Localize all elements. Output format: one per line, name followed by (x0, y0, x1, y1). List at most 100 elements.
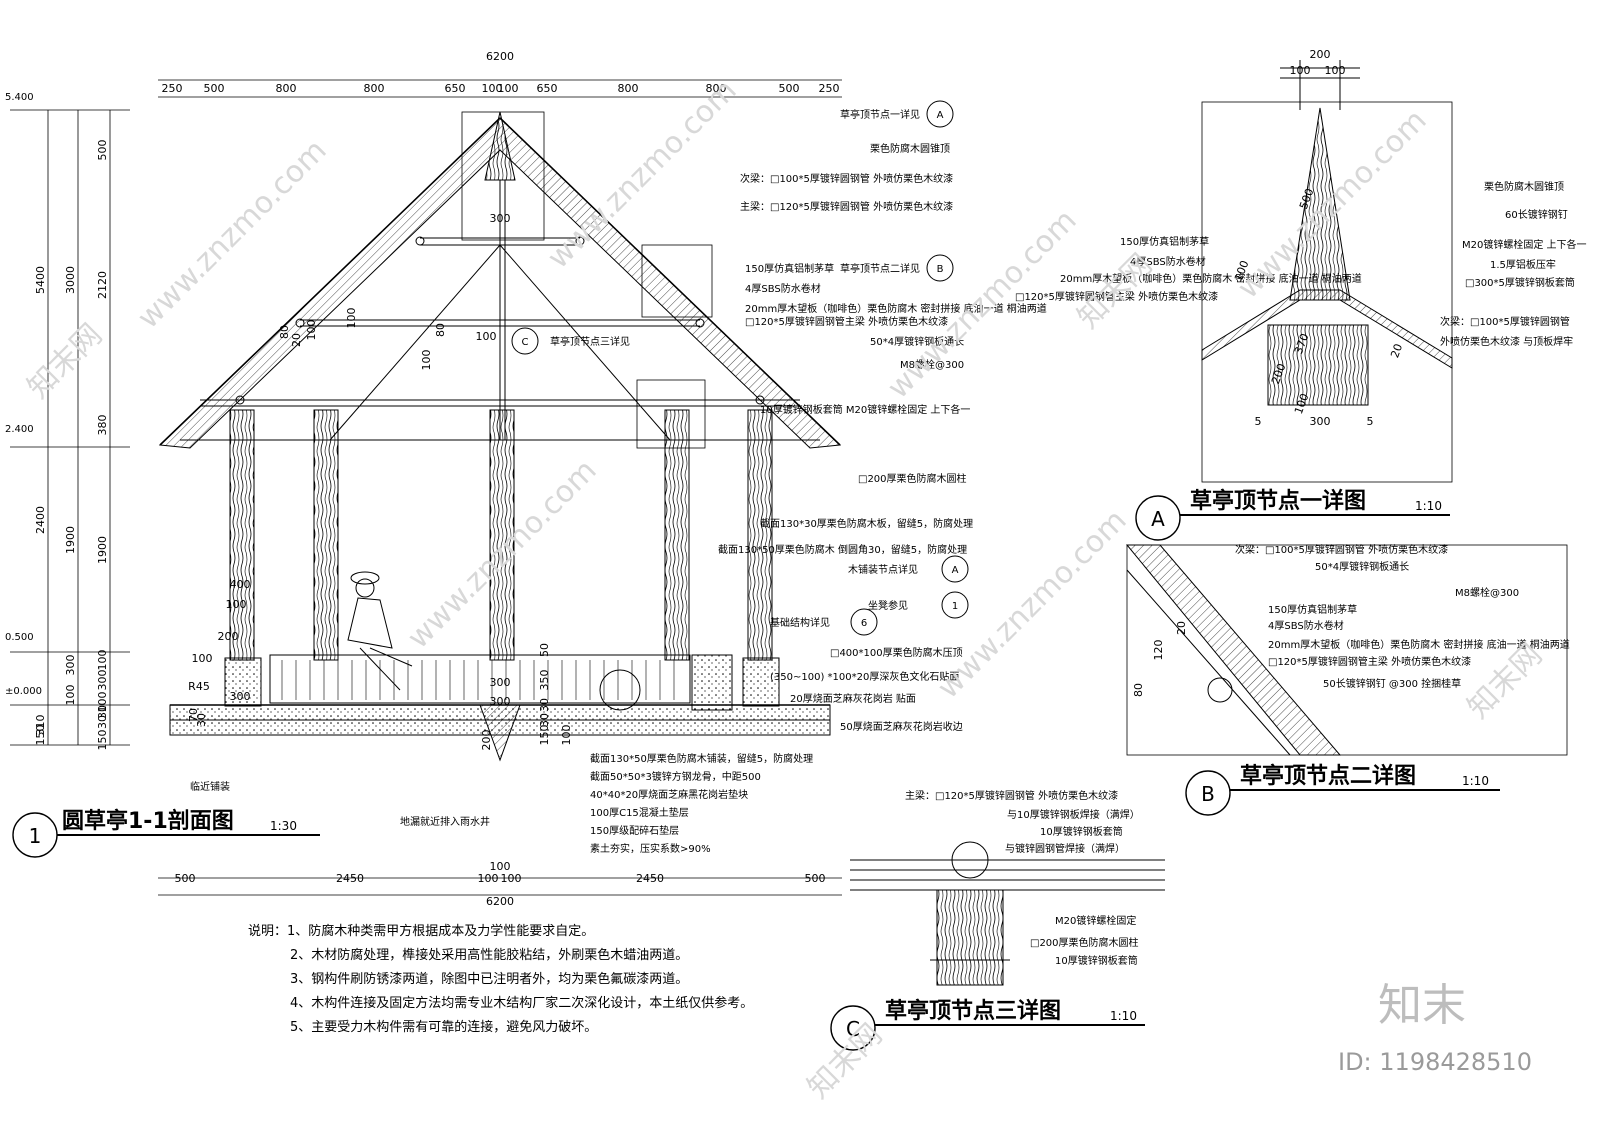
main-callout-4: 草亭顶节点二详见 (840, 262, 920, 275)
detail-a-callout-8: 4厚SBS防水卷材 (1130, 255, 1206, 268)
detail-a-dim-9: 5 (1255, 415, 1262, 428)
detail-a-callout-4: □300*5厚镀锌钢板套筒 (1465, 276, 1575, 289)
internal-dim-4: 100 (305, 320, 318, 341)
main-callout-7: 20mm厚木望板（咖啡色）栗色防腐木 密封拼接 底油一道 桐油两道 (745, 302, 1047, 315)
bottom-dim-5: 500 (805, 872, 826, 885)
bottom-dim-0: 500 (175, 872, 196, 885)
bottom-dim-3: 100 (501, 872, 522, 885)
detail-b-callout-3: 150厚仿真铝制茅草 (1268, 603, 1357, 616)
inner-dim-3: 1900 (96, 536, 109, 564)
watermark-id: ID: 1198428510 (1338, 1048, 1532, 1076)
callout-tag-17-circle (941, 591, 969, 619)
main-callout-0: 草亭顶节点一详见 (840, 108, 920, 121)
detail-c-title-block: C 草亭顶节点三详图 1:10 (830, 998, 1145, 1051)
main-callout-28: 素土夯实，压实系数>90% (590, 842, 711, 855)
main-callout-9: 草亭顶节点三详见 (550, 335, 630, 348)
detail-b-callout-4: 4厚SBS防水卷材 (1268, 619, 1344, 632)
detail-a-title: 草亭顶节点一详图 (1190, 488, 1366, 514)
callout-tag-4-circle (926, 254, 954, 282)
main-callout-20: (350~100) *100*20厚深灰色文化石贴面 (770, 670, 959, 683)
top-dim-6: 100 (498, 82, 519, 95)
internal-dim-12: R45 (188, 680, 210, 693)
inner-dim-0: 500 (96, 140, 109, 161)
top-dim-1: 500 (204, 82, 225, 95)
internal-dim-24: 200 (480, 730, 493, 751)
detail-a-callout-5: 次梁：□100*5厚镀锌圆钢管 (1440, 315, 1570, 328)
detail-b-marker: B (1201, 782, 1215, 806)
main-callout-14: 截面130*30厚栗色防腐木板，留缝5，防腐处理 (760, 517, 973, 530)
detail-a-marker: A (1151, 507, 1165, 531)
main-marker: 1 (29, 824, 42, 848)
detail-c-title: 草亭顶节点三详图 (885, 998, 1061, 1024)
internal-dim-22: 150 (538, 725, 551, 746)
main-callout-26: 100厚C15混凝土垫层 (590, 806, 689, 819)
callout-tag-17: 1 (952, 601, 958, 612)
callout-tag-16: A (952, 565, 959, 576)
note-1: 2、木材防腐处理，榫接处采用高性能胶粘结，外刷栗色木蜡油两道。 (290, 947, 688, 963)
detail-b-title-block: B 草亭顶节点二详图 1:10 (1185, 763, 1500, 816)
outer-dim-3: 150 (34, 725, 47, 746)
outer-dim-2: 310 (34, 715, 47, 736)
main-callout-11: M8螺栓@300 (900, 358, 964, 371)
elevation-3: ±0.000 (5, 686, 42, 697)
detail-c-callout-4: M20镀锌螺栓固定 (1055, 914, 1136, 927)
main-callout-16: 木铺装节点详见 (848, 563, 918, 576)
mid-dim-3: 100 (64, 685, 77, 706)
detail-a-scale: 1:10 (1415, 499, 1442, 513)
internal-dim-18: 300 (490, 695, 511, 708)
callout-tag-0: A (937, 110, 944, 121)
main-callout-8: □120*5厚镀锌圆钢管主梁 外喷仿栗色木纹漆 (745, 315, 948, 328)
main-callout-2: 次梁：□100*5厚镀锌圆钢管 外喷仿栗色木纹漆 (740, 172, 953, 185)
main-callout-1: 栗色防腐木圆锥顶 (870, 142, 950, 155)
detail-b-callout-0: 次梁：□100*5厚镀锌圆钢管 外喷仿栗色木纹漆 (1235, 543, 1448, 556)
detail-c-callout-3: 与镀锌圆钢管焊接（满焊） (1005, 842, 1125, 855)
internal-dim-17: 50 (538, 643, 551, 657)
detail-a-callout-7: 150厚仿真铝制茅草 (1120, 235, 1209, 248)
main-callout-21: 20厚烧面芝麻灰花岗岩 贴面 (790, 692, 916, 705)
internal-dim-19: 350 (538, 670, 551, 691)
detail-a-callout-9: 20mm厚木望板（咖啡色）栗色防腐木 密封拼接 底油一道 桐油两道 (1060, 272, 1362, 285)
detail-b-dim-1: 20 (1175, 621, 1188, 635)
main-callout-13: □200厚栗色防腐木圆柱 (858, 472, 967, 485)
detail-b-title: 草亭顶节点二详图 (1240, 763, 1416, 789)
top-dim-3: 800 (364, 82, 385, 95)
outer-dim-0: 5400 (34, 266, 47, 294)
inner-dim-9: 150 (96, 730, 109, 751)
main-callout-12: 10厚镀锌钢板套筒 M20镀锌螺栓固定 上下各一 (760, 403, 970, 416)
detail-a-title-block: A 草亭顶节点一详图 1:10 (1135, 488, 1450, 541)
column-4 (664, 409, 690, 661)
main-title-block: 1 圆草亭1-1剖面图 1:30 (12, 808, 320, 858)
main-callout-23: 截面130*50厚栗色防腐木铺装，留缝5，防腐处理 (590, 752, 813, 765)
top-dim-11: 250 (819, 82, 840, 95)
internal-dim-8: 400 (230, 578, 251, 591)
detail-a-callout-2: M20镀锌螺栓固定 上下各一 (1462, 238, 1587, 251)
inner-dim-1: 2120 (96, 271, 109, 299)
detail-b-callout-2: M8螺栓@300 (1455, 586, 1519, 599)
callout-tag-16-circle (941, 555, 969, 583)
internal-dim-13: 300 (230, 690, 251, 703)
top-dim-0: 250 (162, 82, 183, 95)
internal-dim-14: 300 (490, 676, 511, 689)
inner-dim-4: 100 (96, 650, 109, 671)
internal-dim-23: 100 (560, 725, 573, 746)
main-callout-17: 坐凳参见 (868, 599, 908, 612)
top-total-dim: 6200 (486, 50, 514, 63)
internal-dim-16: 30 (195, 713, 208, 727)
detail-b-callout-7: 50长镀锌钢钉 @300 拴捆桂草 (1323, 677, 1461, 690)
design-notes: 说明：1、防腐木种类需甲方根据成本及力学性能要求自定。2、木材防腐处理，榫接处采… (248, 923, 753, 1035)
detail-a-dim-2: 100 (1325, 64, 1346, 77)
bottom-total-dim: 6200 (486, 895, 514, 908)
main-callout-19: □400*100厚栗色防腐木压顶 (830, 646, 963, 659)
main-callout-27: 150厚级配碎石垫层 (590, 824, 679, 837)
bottom-mid-dim: 100 (490, 860, 511, 873)
detail-a-callout-1: 60长镀锌钢钉 (1505, 208, 1568, 221)
column-3 (489, 409, 515, 661)
callout-tag-9-circle (511, 327, 539, 355)
detail-c-callout-0: 主梁：□120*5厚镀锌圆钢管 外喷仿栗色木纹漆 (905, 789, 1118, 802)
main-callout-6: 4厚SBS防水卷材 (745, 282, 821, 295)
main-callout-30: 地漏就近排入雨水井 (400, 815, 490, 828)
detail-b-drawing (1125, 544, 1568, 756)
